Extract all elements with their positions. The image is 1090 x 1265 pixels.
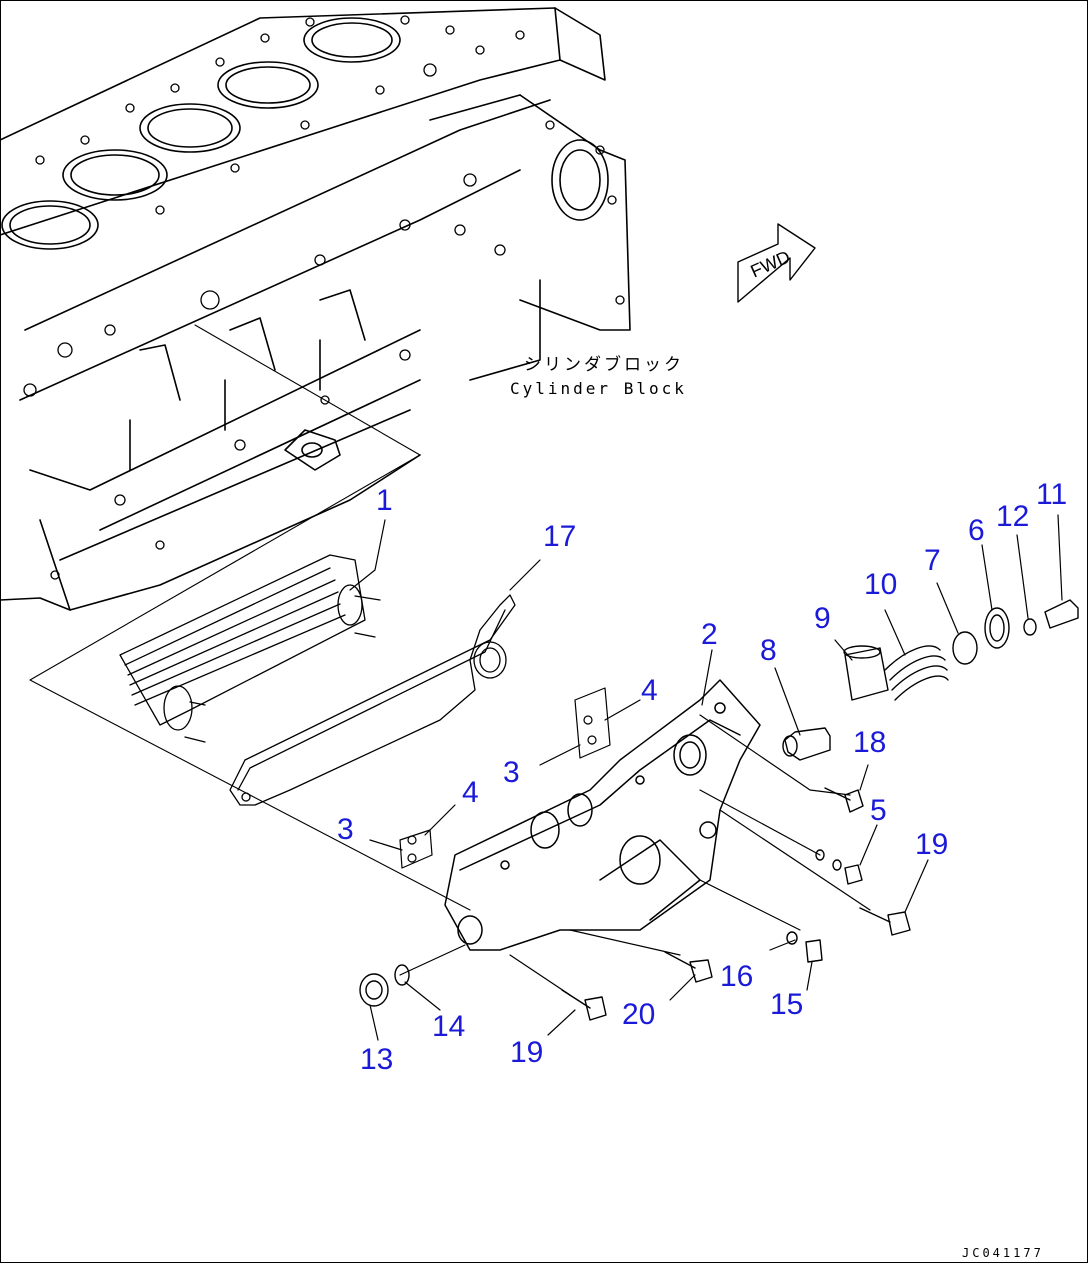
drawing-code: JC041177	[962, 1246, 1044, 1260]
callout-13[interactable]: 13	[360, 1043, 394, 1076]
cylinder-block-label-en: Cylinder Block	[510, 379, 687, 398]
callout-8[interactable]: 8	[760, 634, 777, 667]
callout-19-bottom[interactable]: 19	[510, 1036, 544, 1069]
callout-12[interactable]: 12	[996, 500, 1030, 533]
oil-cooler	[119, 554, 381, 743]
cylinder-block-label-ja: シリンダブロック	[524, 355, 684, 375]
leader-lines	[349, 514, 1063, 1041]
gasket	[229, 594, 516, 806]
callout-3-upper[interactable]: 3	[503, 756, 520, 789]
callout-18[interactable]: 18	[853, 726, 887, 759]
callout-3-lower[interactable]: 3	[337, 813, 354, 846]
callout-10[interactable]: 10	[864, 568, 898, 601]
callout-2[interactable]: 2	[701, 618, 718, 651]
cooler-cover-housing	[444, 679, 761, 951]
fwd-arrow	[737, 223, 816, 303]
small-parts	[359, 599, 1079, 1021]
callout-15[interactable]: 15	[770, 988, 804, 1021]
callout-7[interactable]: 7	[924, 544, 941, 577]
callout-17[interactable]: 17	[543, 520, 577, 553]
callout-19-right[interactable]: 19	[915, 828, 949, 861]
small-gaskets	[399, 687, 611, 869]
callout-5[interactable]: 5	[870, 794, 887, 827]
callout-4-upper[interactable]: 4	[641, 674, 658, 707]
callout-9[interactable]: 9	[814, 602, 831, 635]
callout-20[interactable]: 20	[622, 998, 656, 1031]
cylinder-block-label: シリンダブロック Cylinder Block	[510, 350, 687, 398]
callout-6[interactable]: 6	[968, 514, 985, 547]
callout-14[interactable]: 14	[432, 1010, 466, 1043]
callout-4-lower[interactable]: 4	[462, 776, 479, 809]
callout-1[interactable]: 1	[376, 484, 393, 517]
callout-16[interactable]: 16	[720, 960, 754, 993]
callout-11[interactable]: 11	[1036, 478, 1068, 511]
cylinder-block	[0, 7, 631, 611]
